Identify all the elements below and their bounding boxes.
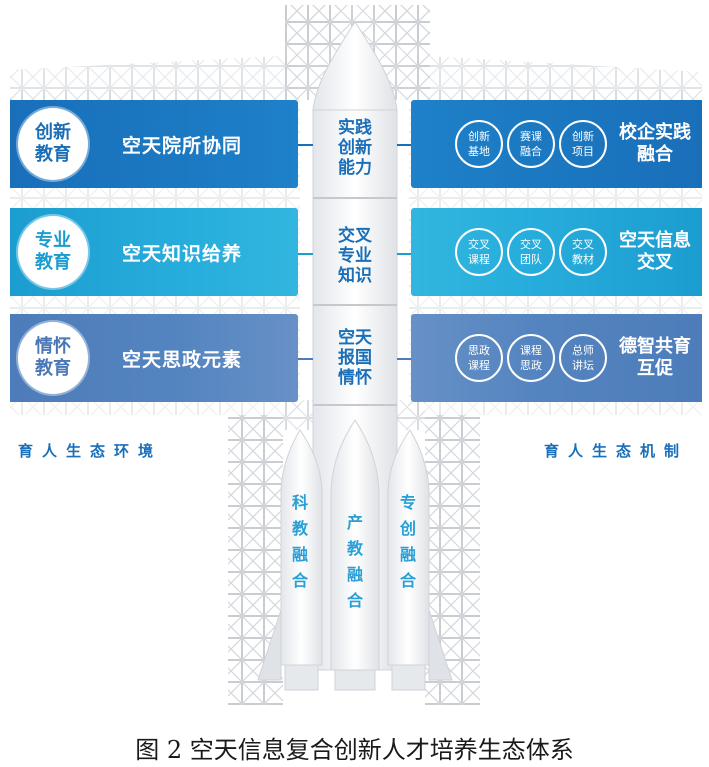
right-band-moral: 思政 课程 课程 思政 总师 讲坛 德智共育 互促 xyxy=(411,314,702,402)
mini-circle-row-3: 思政 课程 课程 思政 总师 讲坛 xyxy=(455,334,607,382)
left-band-sentiment: 情怀 教育 空天思政元素 xyxy=(10,314,298,402)
fin-right xyxy=(428,609,453,681)
mini-circle: 交叉 课程 xyxy=(455,228,503,276)
left-band-text-2: 空天知识给养 xyxy=(122,242,243,265)
circle-innovation-education: 创新 教育 xyxy=(18,108,88,180)
left-band-text-3: 空天思政元素 xyxy=(122,348,243,371)
left-band-text-1: 空天院所协同 xyxy=(122,134,243,157)
rocket-segment-3: 空天 报国 情怀 xyxy=(338,328,372,388)
rocket-segment-2: 交叉 专业 知识 xyxy=(338,226,372,286)
label-ecosystem-environment: 育人生态环境 xyxy=(18,442,163,460)
booster-base-right xyxy=(391,664,426,691)
mini-circle: 创新 项目 xyxy=(559,120,607,168)
circle-sentiment-education: 情怀 教育 xyxy=(18,322,88,394)
mini-circle-row-2: 交叉 课程 交叉 团队 交叉 教材 xyxy=(455,228,607,276)
mini-circle: 赛课 融合 xyxy=(507,120,555,168)
left-band-innovation: 创新 教育 空天院所协同 xyxy=(10,100,298,188)
circle-professional-education: 专业 教育 xyxy=(18,216,88,288)
booster-text-left: 科 教 融 合 xyxy=(291,493,308,590)
booster-base-center xyxy=(334,669,376,691)
booster-base-left xyxy=(284,664,319,691)
figure-caption: 图 2 空天信息复合创新人才培养生态体系 xyxy=(135,736,574,764)
booster-text-center: 产 教 融 合 xyxy=(346,513,363,610)
mini-circle: 总师 讲坛 xyxy=(559,334,607,382)
fin-left xyxy=(257,609,282,681)
booster-text-right: 专 创 融 合 xyxy=(399,493,416,590)
mini-circle: 交叉 教材 xyxy=(559,228,607,276)
arm-left xyxy=(10,55,298,100)
right-band-cross: 交叉 课程 交叉 团队 交叉 教材 空天信息 交叉 xyxy=(411,208,702,296)
mini-circle: 交叉 团队 xyxy=(507,228,555,276)
right-band-label-3: 德智共育 互促 xyxy=(619,336,691,379)
tower-top-left xyxy=(285,5,340,45)
right-band-label-2: 空天信息 交叉 xyxy=(619,230,691,273)
left-band-professional: 专业 教育 空天知识给养 xyxy=(10,208,298,296)
mini-circle: 思政 课程 xyxy=(455,334,503,382)
tower-top-right xyxy=(378,5,430,45)
rocket-segment-1: 实践 创新 能力 xyxy=(338,118,372,178)
right-band-practice: 创新 基地 赛课 融合 创新 项目 校企实践 融合 xyxy=(411,100,702,188)
arm-right xyxy=(411,55,702,100)
mini-circle: 创新 基地 xyxy=(455,120,503,168)
mini-circle: 课程 思政 xyxy=(507,334,555,382)
label-ecosystem-mechanism: 育人生态机制 xyxy=(544,442,689,460)
right-band-label-1: 校企实践 融合 xyxy=(619,122,691,165)
mini-circle-row-1: 创新 基地 赛课 融合 创新 项目 xyxy=(455,120,607,168)
